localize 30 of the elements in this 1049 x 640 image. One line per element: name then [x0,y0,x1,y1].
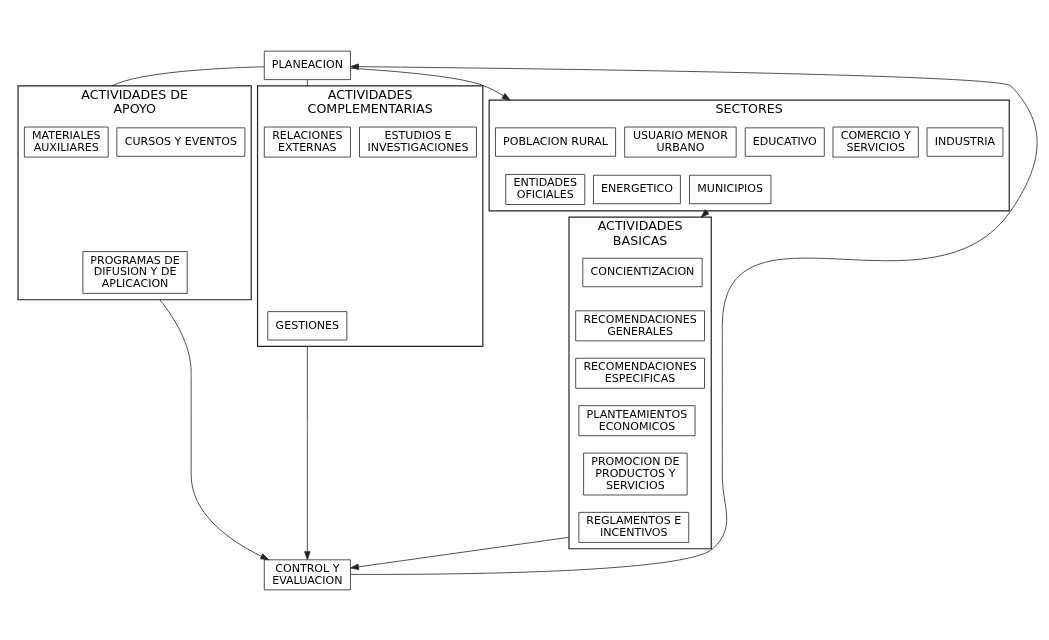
node-box: PROGRAMAS DE DIFUSION Y DE APLICACION [82,250,188,294]
node-box: ENERGETICO [593,174,681,204]
node-box: POBLACION RURAL [495,126,616,157]
arrow [350,63,1038,575]
node-box: ENTIDADES OFICIALES [505,173,586,205]
node-box: CONCIENTIZACION [582,257,703,287]
node-box: MATERIALES AUXILIARES [23,126,109,157]
node-box: RECOMENDACIONES ESPECIFICAS [575,357,705,389]
node-box: PLANTEAMIENTOS ECONOMICOS [578,404,696,436]
node-box: USUARIO MENOR URBANO [624,126,737,157]
node-box: COMERCIO Y SERVICIOS [832,126,919,157]
node-box: RECOMENDACIONES GENERALES [575,309,705,341]
arrow [304,345,311,560]
node-box: REGLAMENTOS E INCENTIVOS [578,511,690,543]
node-box: MUNICIPIOS [689,174,772,204]
node-box: PLANEACION [263,50,351,80]
arrow [350,536,570,570]
node-box: RELACIONES EXTERNAS [263,126,351,157]
node-box: ESTUDIOS E INVESTIGACIONES [359,126,477,157]
node-box: GESTIONES [267,310,348,340]
node-box: PROMOCION DE PRODUCTOS Y SERVICIOS [583,452,688,495]
connector [306,79,308,86]
node-box: INDUSTRIA [926,126,1004,157]
arrow [700,208,710,218]
node-box: EDUCATIVO [744,126,825,157]
node-box: CONTROL Y EVALUACION [263,558,351,590]
arrow [350,67,511,101]
arrow [159,298,270,560]
node-box: CURSOS Y EVENTOS [116,126,246,157]
connector [111,65,265,86]
